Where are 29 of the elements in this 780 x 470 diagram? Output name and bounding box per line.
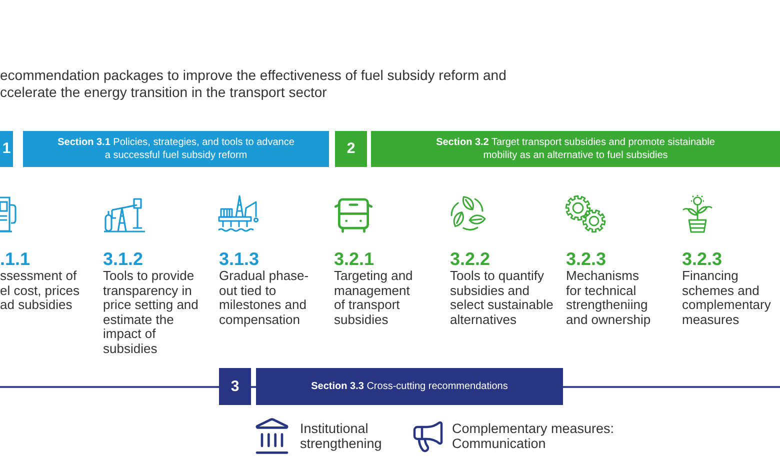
recommendation-number: 3.2.1 xyxy=(334,249,374,269)
section-number: 2 xyxy=(346,140,356,158)
recommendation-text: Tools to provide transparency in price setting and estimate the impact of subsidies xyxy=(103,269,200,356)
recommendation-text: Tools to quantify subsidies and select sustainable alternatives xyxy=(450,269,554,327)
recommendation-text: ssessment of el cost, prices ad subsidies xyxy=(0,269,80,312)
banner-text: Section 3.2 Target transport subsidies and promote sistainable mobility as an alternative to fuel subsidies xyxy=(435,136,716,162)
recommendation-number: .1.1 xyxy=(0,249,30,269)
diagram-title: ecommendation packages to improve the effectiveness of fuel subsidy reform and ccelerate the energy transition in the transport sector xyxy=(0,67,508,101)
recommendation-number: 3.2.2 xyxy=(450,249,490,269)
section-number: 1 xyxy=(2,140,11,158)
banner-text: Section 3.1 Policies, strategies, and tools to advance a successful fuel subsidy reform xyxy=(56,136,296,162)
recommendation-text: Financing schemes and complementary measures xyxy=(682,269,772,327)
section-number: 3 xyxy=(230,378,240,396)
number-tile xyxy=(335,131,367,167)
section-banner xyxy=(256,368,563,405)
measure-text: Institutional strengthening xyxy=(300,421,383,451)
number-tile xyxy=(0,131,13,167)
recommendation-number: 3.1.2 xyxy=(103,249,144,269)
recommendation-text: Targeting and management of transport subsidies xyxy=(334,269,414,327)
number-tile xyxy=(219,368,251,405)
section-banner xyxy=(23,131,329,167)
recommendation-number: 3.2.3 xyxy=(682,249,722,269)
recommendation-number: 3.2.3 xyxy=(566,249,606,269)
recommendation-number: 3.1.3 xyxy=(219,249,260,269)
measure-text: Complementary measures: Communication xyxy=(452,421,616,451)
banner-text: Section 3.3 Cross-cutting recommendations xyxy=(311,380,508,393)
recommendation-text: Gradual phase-out tied to milestones and compensation xyxy=(219,269,310,327)
section-banner xyxy=(371,131,780,167)
recommendation-text: Mechanisms for technical strengtheniing and ownership xyxy=(566,269,652,327)
